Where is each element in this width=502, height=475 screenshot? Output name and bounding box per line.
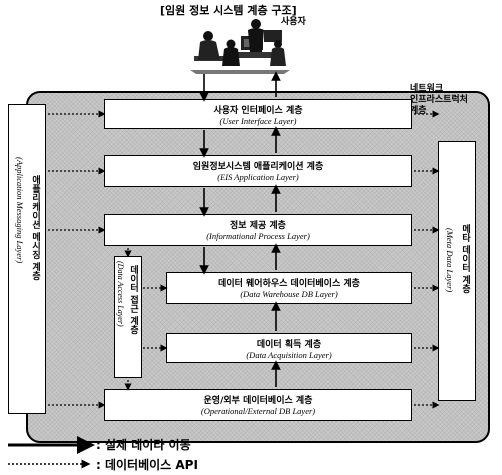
legend-solid-label: : 실제 데이타 이동 — [96, 436, 191, 453]
legend-dotted-label: : 데이터베이스 API — [96, 456, 198, 473]
